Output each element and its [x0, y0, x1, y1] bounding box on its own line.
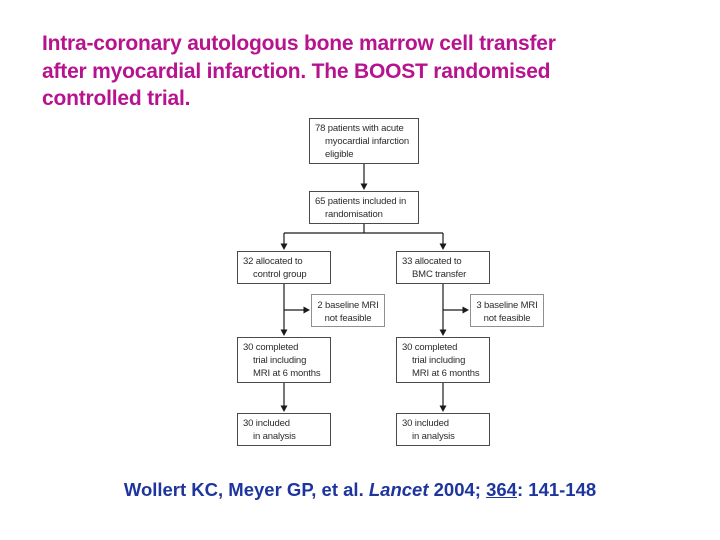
citation-year: 2004; — [428, 479, 487, 500]
flow-box-control-completed: 30 completed trial including MRI at 6 mo… — [237, 337, 331, 383]
flow-box-bmc-completed: 30 completed trial including MRI at 6 mo… — [396, 337, 490, 383]
flow-box-control-allocated: 32 allocated to control group — [237, 251, 331, 284]
flow-box-bmc-analysed: 30 included in analysis — [396, 413, 490, 446]
flow-box-bmc-mri-not-feasible: 3 baseline MRI not feasible — [470, 294, 544, 327]
citation-volume: 364 — [486, 479, 517, 500]
flow-box-control-analysed: 30 included in analysis — [237, 413, 331, 446]
flow-box-bmc-allocated: 33 allocated to BMC transfer — [396, 251, 490, 284]
slide-title: Intra-coronary autologous bone marrow ce… — [42, 32, 556, 110]
citation-journal: Lancet — [368, 479, 429, 500]
citation-pages: : 141-148 — [516, 479, 597, 500]
flow-box-eligible: 78 patients with acute myocardial infarc… — [309, 118, 419, 164]
citation-authors: Wollert KC, Meyer GP, et al. — [123, 479, 369, 500]
citation: Wollert KC, Meyer GP, et al. Lancet 2004… — [0, 479, 720, 501]
flow-box-randomised: 65 patients included in randomisation — [309, 191, 419, 224]
flow-box-control-mri-not-feasible: 2 baseline MRI not feasible — [311, 294, 385, 327]
